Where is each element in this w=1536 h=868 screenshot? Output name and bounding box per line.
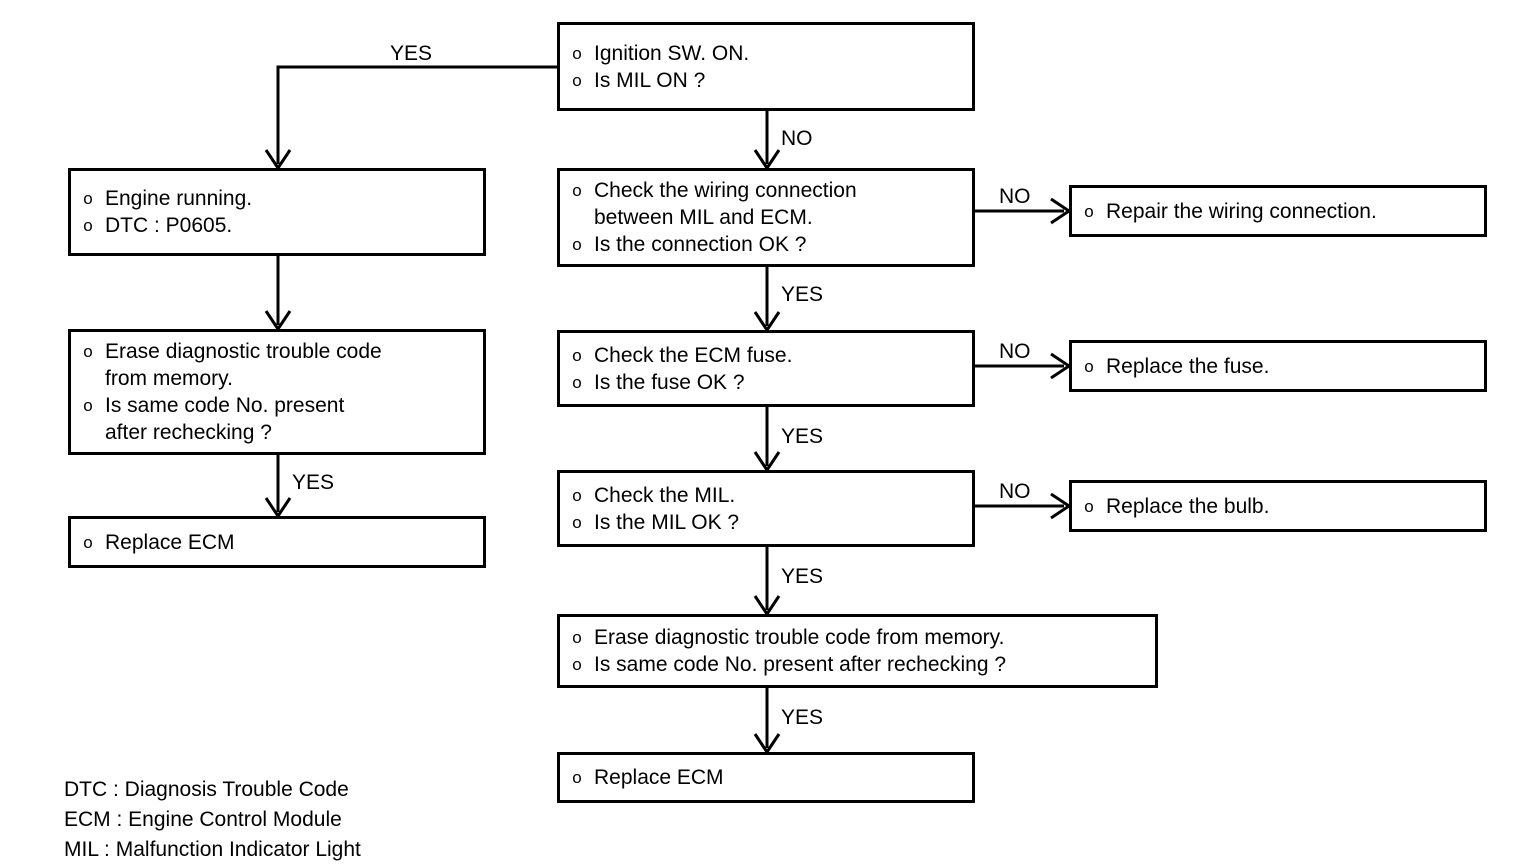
arrowhead-check-mil bbox=[753, 451, 781, 473]
arrowhead-replace-bulb bbox=[1050, 492, 1072, 520]
node-line: o Erase diagnostic trouble code from mem… bbox=[560, 624, 1155, 651]
node-line: o Is the MIL OK ? bbox=[560, 509, 972, 536]
node-line: o Check the ECM fuse. bbox=[560, 342, 972, 369]
bullet-icon: o bbox=[572, 655, 582, 674]
node-line: o Check the MIL. bbox=[560, 482, 972, 509]
node-text: Ignition SW. ON. bbox=[594, 41, 750, 65]
arrowhead-erase-left bbox=[264, 310, 292, 332]
bullet-icon: o bbox=[572, 768, 582, 787]
node-line: o Is same code No. present after recheck… bbox=[71, 392, 483, 446]
node-line: o Ignition SW. ON. bbox=[560, 40, 972, 67]
node-text: Is same code No. present after recheckin… bbox=[105, 394, 345, 444]
arrowhead-check-fuse bbox=[753, 311, 781, 333]
node-check-mil[interactable]: o Check the MIL. o Is the MIL OK ? bbox=[557, 470, 975, 547]
node-line: o Repair the wiring connection. bbox=[1072, 198, 1484, 225]
node-line: o Replace the bulb. bbox=[1072, 493, 1484, 520]
node-line: o Erase diagnostic trouble code from mem… bbox=[71, 338, 483, 392]
node-text: Is same code No. present after recheckin… bbox=[594, 653, 1007, 676]
node-line: o DTC : P0605. bbox=[71, 212, 483, 239]
node-text: Is MIL ON ? bbox=[594, 68, 706, 92]
arrowhead-replace-ecm-center bbox=[753, 733, 781, 755]
bullet-icon: o bbox=[1084, 496, 1094, 516]
node-text: Is the connection OK ? bbox=[594, 233, 807, 256]
node-erase-code-center[interactable]: o Erase diagnostic trouble code from mem… bbox=[557, 614, 1158, 688]
edge-label-yes-wiring: YES bbox=[781, 283, 824, 306]
node-replace-ecm-center[interactable]: o Replace ECM bbox=[557, 752, 975, 803]
edge-label-no-wiring: NO bbox=[999, 185, 1031, 208]
bullet-icon: o bbox=[572, 372, 582, 392]
node-replace-ecm-left[interactable]: o Replace ECM bbox=[68, 516, 486, 568]
legend-item-mil: MIL : Malfunction Indicator Light bbox=[64, 838, 361, 861]
bullet-icon: o bbox=[83, 396, 93, 415]
node-text: Repair the wiring connection. bbox=[1106, 199, 1377, 223]
bullet-icon: o bbox=[572, 70, 582, 90]
bullet-icon: o bbox=[83, 189, 93, 208]
legend-item-ecm: ECM : Engine Control Module bbox=[64, 808, 342, 831]
bullet-icon: o bbox=[572, 628, 582, 647]
node-text: Erase diagnostic trouble code from memor… bbox=[105, 340, 382, 390]
node-line: o Engine running. bbox=[71, 185, 483, 212]
node-text: Check the MIL. bbox=[594, 483, 736, 507]
node-text: Is the MIL OK ? bbox=[594, 510, 740, 534]
arrowhead-engine-running bbox=[264, 149, 292, 171]
node-repair-wiring[interactable]: o Repair the wiring connection. bbox=[1069, 185, 1487, 237]
arrowhead-replace-fuse bbox=[1050, 352, 1072, 380]
node-text: Check the ECM fuse. bbox=[594, 343, 793, 367]
node-engine-running[interactable]: o Engine running. o DTC : P0605. bbox=[68, 168, 486, 256]
edge-label-no-ignition: NO bbox=[781, 127, 813, 150]
bullet-icon: o bbox=[572, 235, 582, 254]
node-line: o Is the connection OK ? bbox=[560, 231, 972, 258]
legend-item-dtc: DTC : Diagnosis Trouble Code bbox=[64, 778, 349, 801]
node-replace-bulb[interactable]: o Replace the bulb. bbox=[1069, 480, 1487, 532]
node-line: o Replace ECM bbox=[71, 529, 483, 556]
bullet-icon: o bbox=[1084, 201, 1094, 221]
node-line: o Check the wiring connection between MI… bbox=[560, 177, 972, 231]
bullet-icon: o bbox=[83, 532, 93, 552]
legend: DTC : Diagnosis Trouble Code ECM : Engin… bbox=[64, 775, 361, 865]
bullet-icon: o bbox=[572, 345, 582, 365]
arrowhead-repair-wiring bbox=[1050, 197, 1072, 225]
arrowhead-erase-center bbox=[753, 595, 781, 617]
node-line: o Is same code No. present after recheck… bbox=[560, 651, 1155, 678]
bullet-icon: o bbox=[572, 181, 582, 200]
node-line: o Replace the fuse. bbox=[1072, 353, 1484, 380]
node-ignition[interactable]: o Ignition SW. ON. o Is MIL ON ? bbox=[557, 22, 975, 111]
node-erase-code-left[interactable]: o Erase diagnostic trouble code from mem… bbox=[68, 329, 486, 455]
edge-label-yes-mil: YES bbox=[781, 565, 824, 588]
arrowhead-replace-ecm-left bbox=[264, 497, 292, 519]
node-line: o Is the fuse OK ? bbox=[560, 369, 972, 396]
node-text: Engine running. bbox=[105, 187, 253, 210]
edge-label-yes-erase-center: YES bbox=[781, 706, 824, 729]
edge-label-no-fuse: NO bbox=[999, 340, 1031, 363]
node-text: DTC : P0605. bbox=[105, 214, 233, 237]
node-text: Replace ECM bbox=[105, 530, 235, 554]
node-text: Check the wiring connection between MIL … bbox=[594, 179, 857, 229]
bullet-icon: o bbox=[83, 342, 93, 361]
node-line: o Is MIL ON ? bbox=[560, 67, 972, 94]
edge-label-yes-fuse: YES bbox=[781, 425, 824, 448]
edge-label-yes-top-left: YES bbox=[390, 42, 433, 65]
node-check-wiring[interactable]: o Check the wiring connection between MI… bbox=[557, 168, 975, 267]
node-text: Replace the bulb. bbox=[1106, 494, 1270, 518]
node-text: Erase diagnostic trouble code from memor… bbox=[594, 626, 1005, 649]
node-line: o Replace ECM bbox=[560, 764, 972, 791]
bullet-icon: o bbox=[572, 512, 582, 532]
node-text: Replace the fuse. bbox=[1106, 354, 1270, 378]
wire-ignition-yes bbox=[276, 65, 557, 164]
edge-label-no-mil: NO bbox=[999, 480, 1031, 503]
node-replace-fuse[interactable]: o Replace the fuse. bbox=[1069, 340, 1487, 392]
arrowhead-check-wiring bbox=[753, 149, 781, 171]
node-text: Replace ECM bbox=[594, 766, 724, 789]
node-text: Is the fuse OK ? bbox=[594, 370, 745, 394]
bullet-icon: o bbox=[1084, 356, 1094, 376]
node-check-fuse[interactable]: o Check the ECM fuse. o Is the fuse OK ? bbox=[557, 330, 975, 407]
bullet-icon: o bbox=[572, 485, 582, 505]
bullet-icon: o bbox=[572, 43, 582, 63]
bullet-icon: o bbox=[83, 216, 93, 235]
edge-label-yes-erase-left: YES bbox=[292, 471, 335, 494]
